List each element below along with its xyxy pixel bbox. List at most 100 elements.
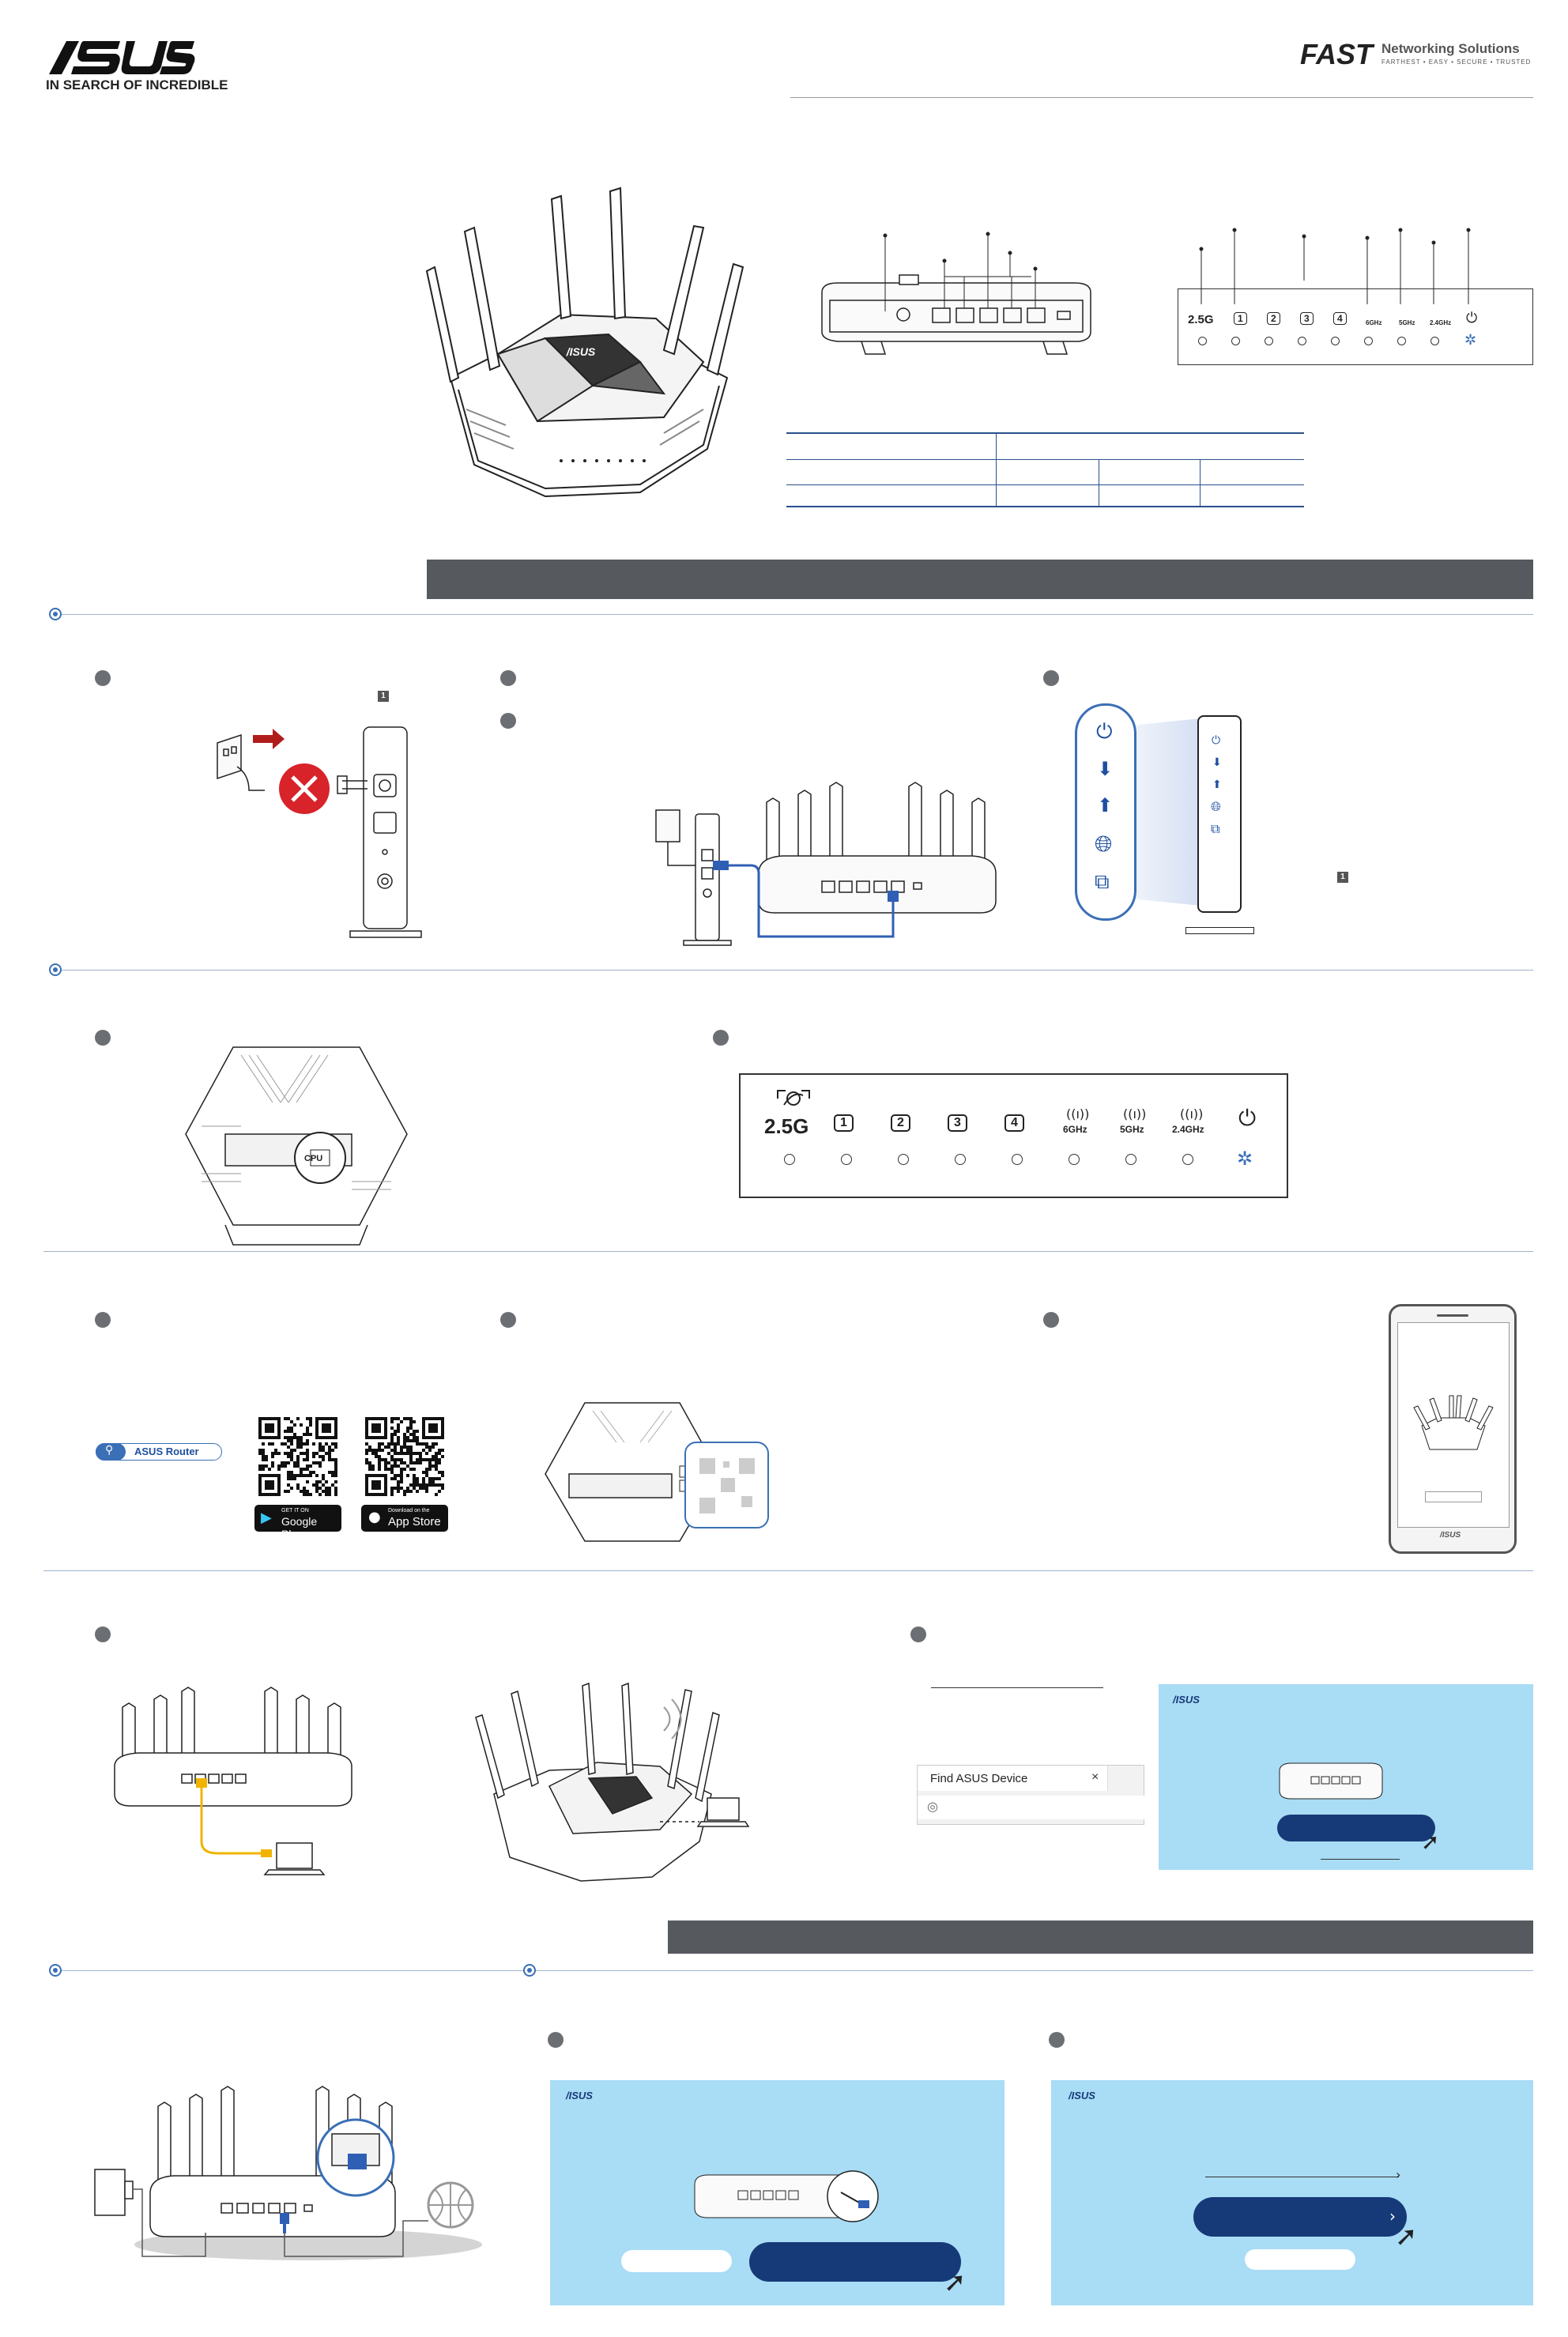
led-5ghz	[1397, 337, 1406, 345]
fast-logo: FAST Networking Solutions FARTHEST • EAS…	[1300, 38, 1537, 70]
step-marker	[95, 670, 111, 686]
web-url-underline	[931, 1687, 1103, 1688]
upload-icon: ⬆	[1212, 778, 1222, 791]
power-led-blinking-icon: ✲	[1464, 332, 1477, 349]
wifi-antenna-icon: ((ı))	[1180, 1106, 1204, 1121]
panel-primary-button[interactable]	[1277, 1815, 1435, 1841]
modem-side: ⏻ ⬇ ⬆ 🌐︎ ⧉	[1197, 715, 1242, 913]
step-marker	[95, 1030, 111, 1046]
led-panel-small: 2.5G 1 2 3 4 6GHz 5GHz 2.4GHz ⏻ ✲	[1178, 288, 1533, 365]
step-marker	[500, 1312, 516, 1328]
search-icon: ⚲	[105, 1444, 114, 1457]
phone-screen-button[interactable]	[1425, 1491, 1482, 1502]
led-large-label-5ghz: 5GHz	[1120, 1124, 1144, 1135]
google-play-badge[interactable]: ▶ GET IT ON Google Play	[254, 1505, 341, 1540]
led-panel-small-label-4: 4	[1333, 312, 1347, 325]
download-icon: ⬇	[1212, 756, 1222, 769]
app-store-badge[interactable]: ● Download on the App Store	[361, 1505, 448, 1532]
step-marker	[548, 2032, 564, 2048]
led-large-label-24ghz: 2.4GHz	[1172, 1124, 1204, 1135]
step-marker	[95, 1312, 111, 1328]
badge-1: 1	[378, 691, 389, 702]
panel-router-rear	[1279, 1762, 1383, 1800]
network-icon: ⧉	[1095, 870, 1110, 894]
led-panel-small-label-wan: 2.5G	[1188, 313, 1214, 326]
cursor-icon: ➚	[1421, 1829, 1440, 1855]
browser-tab[interactable]: Find ASUS Device ×	[918, 1766, 1108, 1791]
led-large-label-wan: 2.5G	[764, 1114, 809, 1138]
router-wan-internet-illustration	[94, 2086, 482, 2260]
apple-icon: ●	[368, 1509, 381, 1525]
step-marker	[713, 1030, 729, 1046]
asus-logo-graphic	[49, 41, 195, 74]
router-bottom-cpu-illustration	[185, 1046, 408, 1246]
header-divider	[790, 97, 1533, 98]
panel-secondary-button[interactable]	[621, 2250, 732, 2272]
led-large-label-6ghz: 6GHz	[1063, 1124, 1087, 1135]
led-large-24ghz	[1182, 1154, 1193, 1165]
power-icon: ⏻	[1238, 1105, 1257, 1131]
led-panel-small-label-6ghz: 6GHz	[1366, 319, 1382, 326]
cpu-label: CPU	[304, 1154, 323, 1163]
phone-mockup: /ISUS	[1389, 1304, 1517, 1554]
section-marker-1	[49, 608, 62, 620]
section-header-bar-1	[427, 560, 1533, 599]
panel-asus-logo: /ISUS	[566, 2090, 593, 2101]
upload-icon: ⬆	[1097, 794, 1114, 816]
address-bar[interactable]: ◎	[918, 1796, 1145, 1819]
led-large-6ghz	[1069, 1154, 1080, 1165]
led-large-lan-2	[898, 1154, 909, 1165]
led-lan-2	[1265, 337, 1273, 345]
panel-primary-button[interactable]: ›	[1193, 2197, 1407, 2237]
close-icon[interactable]: ×	[1091, 1770, 1099, 1784]
globe-icon: 🌐︎	[1211, 799, 1221, 814]
led-lan-1	[1231, 337, 1240, 345]
panel-primary-button[interactable]	[749, 2242, 961, 2282]
step-marker	[1049, 2032, 1065, 2048]
spec-table	[786, 432, 1304, 507]
search-text: ASUS Router	[134, 1446, 199, 1457]
router-bottom-qr-illustration	[545, 1402, 769, 1542]
phone-speaker	[1437, 1314, 1468, 1317]
web-panel-find-device: /ISUS ➚	[1159, 1684, 1533, 1870]
panel-asus-logo: /ISUS	[1069, 2090, 1095, 2101]
panel-secondary-button[interactable]	[1245, 2249, 1355, 2270]
app-store-top: Download on the	[388, 1508, 430, 1513]
section-header-bar-2	[668, 1920, 1533, 1954]
panel-asus-logo: /ISUS	[1173, 1694, 1200, 1706]
google-play-top: GET IT ON	[281, 1508, 309, 1513]
step-marker	[1043, 1312, 1059, 1328]
globe-icon: 🌐︎	[1095, 831, 1113, 857]
router-top-illustration: /ISUS	[425, 187, 744, 498]
led-large-5ghz	[1125, 1154, 1136, 1165]
led-large-label-2: 2	[891, 1114, 910, 1132]
section-divider-1	[55, 614, 1533, 615]
section-marker-2	[49, 963, 62, 976]
step-marker	[95, 1626, 111, 1642]
fast-tagline: FARTHEST • EASY • SECURE • TRUSTED	[1381, 58, 1532, 66]
led-large-label-3: 3	[948, 1114, 967, 1132]
led-large-label-4: 4	[1004, 1114, 1024, 1132]
qr-code-google-play	[258, 1417, 337, 1496]
modem-led-closeup: ⏻ ⬇ ⬆ 🌐︎ ⧉	[1075, 703, 1136, 921]
led-lan-3	[1298, 337, 1306, 345]
fast-word: FAST	[1300, 38, 1374, 70]
qr-code-app-store	[365, 1417, 444, 1496]
led-panel-large: 2.5G 1 2 3 4 ((ı)) 6GHz ((ı)) 5GHz ((ı))…	[739, 1073, 1288, 1198]
led-panel-small-label-24ghz: 2.4GHz	[1430, 319, 1452, 326]
app-search-pill[interactable]: ⚲ ASUS Router	[96, 1443, 222, 1461]
router-wireless-laptop-illustration	[475, 1682, 750, 1882]
step-marker	[500, 670, 516, 686]
power-icon: ⏻	[1212, 734, 1221, 747]
browser-tab-title: Find ASUS Device	[930, 1772, 1028, 1785]
asus-logo: IN SEARCH OF INCREDIBLE	[44, 38, 228, 92]
section-divider-4	[43, 1570, 1533, 1571]
led-large-label-1: 1	[834, 1114, 854, 1132]
wifi-antenna-icon: ((ı))	[1123, 1106, 1147, 1121]
led-large-wan	[784, 1154, 795, 1165]
brand-slogan: IN SEARCH OF INCREDIBLE	[46, 77, 228, 92]
led-lan-4	[1331, 337, 1340, 345]
led-6ghz	[1364, 337, 1373, 345]
cursor-icon: ➚	[944, 2267, 967, 2298]
phone-router-illustration	[1413, 1395, 1494, 1450]
